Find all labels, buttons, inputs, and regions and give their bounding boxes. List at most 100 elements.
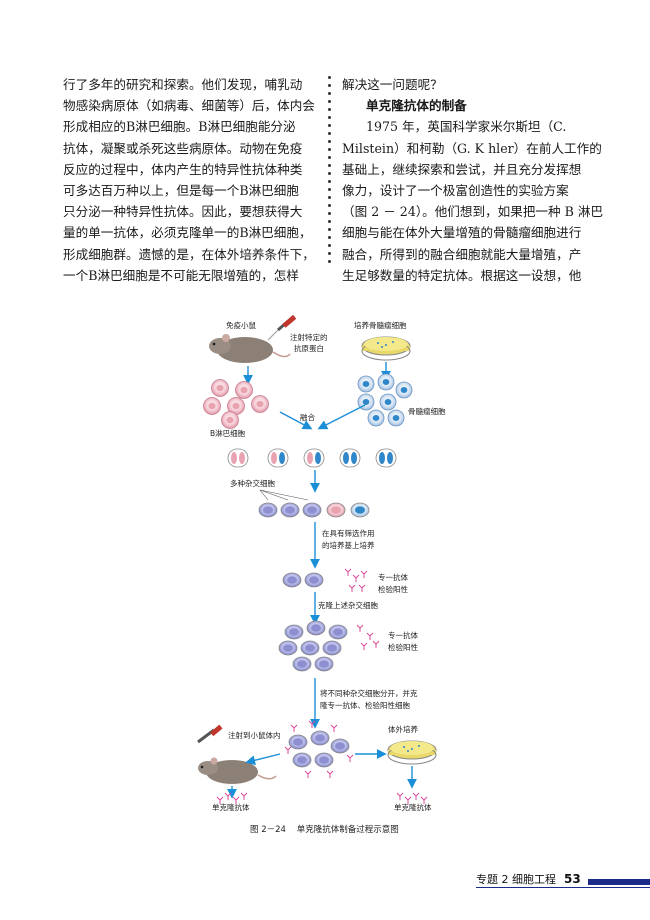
cell-nucleus	[384, 398, 392, 406]
body-line: 形成细胞群。遗憾的是，在体外培养条件下，	[63, 246, 315, 262]
cell-nucleus	[240, 386, 248, 394]
body-line: 像力，设计了一个极富创造性的实验方案	[342, 183, 569, 199]
body-line: 融合，所得到的融合细胞就能大量增殖，产	[342, 246, 582, 262]
cell-nucleus	[379, 452, 385, 464]
cell-nucleus	[208, 402, 216, 410]
cloned-hybrid-cluster	[278, 620, 380, 672]
cell-nucleus	[362, 380, 370, 388]
cell-nucleus	[239, 452, 245, 464]
body-line: 只分泌一种特异性抗体。因此，要想获得大	[63, 204, 303, 220]
cell-nucleus	[307, 452, 313, 464]
cell-nucleus	[231, 452, 237, 464]
body-line: 一个B淋巴细胞是不可能无限增殖的，怎样	[63, 267, 299, 283]
body-line: 基础上，继续探索和尝试，并且充分发挥想	[342, 161, 582, 177]
antibody-mark	[216, 796, 224, 804]
selected-hybrid-cells	[282, 568, 368, 592]
antibody-marks	[216, 792, 428, 804]
cell-nucleus	[387, 452, 393, 464]
antibody-mark	[304, 770, 312, 778]
body-line: （图 2 － 24）。他们想到，如果把一种 B 淋巴	[342, 204, 604, 220]
antibody-mark	[284, 746, 292, 754]
antibody-mark	[358, 584, 366, 592]
section-subheading: 单克隆抗体的制备	[366, 98, 467, 114]
cell-nucleus	[297, 756, 307, 764]
antibody-mark	[356, 624, 364, 632]
antibody-mark	[360, 570, 368, 578]
cell-nucleus	[315, 452, 321, 464]
cell-nucleus	[216, 384, 224, 392]
body-line: 可多达百万种以上，但是每一个B淋巴细胞	[63, 183, 299, 199]
cell-nucleus	[305, 644, 315, 652]
antibody-mark	[344, 568, 352, 576]
hybrid-cell-row	[258, 502, 370, 518]
right-text-column: 解决这一问题呢？ 单克隆抗体的制备 1975 年，英国科学家米尔斯坦（C.Mil…	[342, 74, 604, 286]
figure-caption: 图 2－24 单克隆抗体制备过程示意图	[250, 825, 399, 835]
cell-nucleus	[372, 414, 380, 422]
body-line: 细胞与能在体外大量增殖的骨髓瘤细胞进行	[342, 225, 582, 241]
body-line: 生足够数量的特定抗体。根据这一设想，他	[342, 267, 582, 283]
antibody-mark	[224, 792, 232, 800]
label-positive-b1: 专一抗体	[388, 630, 418, 640]
body-line: 反应的过程中，体内产生的特异性抗体种类	[63, 161, 303, 177]
antibody-mark	[326, 770, 334, 778]
recipient-mouse-illustration	[197, 724, 277, 784]
body-line: 1975 年，英国科学家米尔斯坦（C.	[366, 119, 567, 135]
label-immune-mouse: 免疫小鼠	[226, 320, 256, 330]
left-text-column: 行了多年的研究和探索。他们发现，哺乳动物感染病原体（如病毒、细菌等）后，体内会形…	[63, 74, 318, 286]
cell-nucleus	[287, 576, 297, 584]
cell-nucleus	[355, 506, 365, 514]
antibody-mark	[420, 796, 428, 804]
cell-nucleus	[333, 628, 343, 636]
label-culture-myeloma: 培养骨髓瘤细胞	[354, 320, 407, 330]
figure-2-24: 免疫小鼠 注射特定的 抗原蛋白 培养骨髓瘤细胞 B淋巴细胞 骨髓瘤细胞 融合 多…	[190, 310, 480, 825]
cell-nucleus	[256, 400, 264, 408]
label-fusion: 融合	[300, 412, 315, 422]
cell-nucleus	[331, 506, 341, 514]
footer-rule	[476, 887, 650, 888]
antibody-mark	[412, 792, 420, 800]
body-line: 抗体，凝聚或杀死这些病原体。动物在免疫	[63, 140, 303, 156]
page-number: 53	[564, 872, 581, 886]
cell-nucleus	[279, 452, 285, 464]
final-hybrid-cluster	[284, 720, 354, 778]
cell-nucleus	[315, 734, 325, 742]
fused-cell-row	[227, 448, 397, 468]
cell-nucleus	[319, 660, 329, 668]
label-hybrid-cells: 多种杂交细胞	[230, 478, 275, 488]
cell-nucleus	[297, 660, 307, 668]
cell-nucleus	[343, 452, 349, 464]
body-line: 行了多年的研究和探索。他们发现，哺乳动	[63, 77, 303, 92]
immune-mouse-illustration	[209, 314, 297, 363]
label-positive-b2: 检验阳性	[388, 642, 418, 652]
antibody-mark	[396, 792, 404, 800]
label-separate-1: 将不同种杂交细胞分开，并克	[320, 688, 418, 698]
in-vitro-culture-dish	[387, 740, 437, 765]
cell-nucleus	[293, 738, 303, 746]
label-in-vitro: 体外培养	[388, 724, 418, 734]
antibody-mark	[352, 574, 360, 582]
cell-nucleus	[263, 506, 273, 514]
label-myeloma-cells: 骨髓瘤细胞	[408, 406, 446, 416]
label-positive-a1: 专一抗体	[378, 572, 408, 582]
label-clone-step: 克隆上述杂交细胞	[318, 600, 378, 610]
cell-nucleus	[311, 624, 321, 632]
cell-nucleus	[382, 378, 390, 386]
cell-nucleus	[283, 644, 293, 652]
cell-nucleus	[232, 402, 240, 410]
antibody-mark	[290, 724, 298, 732]
antibody-mark	[346, 754, 354, 762]
antibody-mark	[232, 796, 240, 804]
footer-topic: 专题 2 细胞工程	[476, 873, 556, 886]
cell-nucleus	[319, 756, 329, 764]
label-inject-antigen-1: 注射特定的	[290, 332, 328, 342]
page-footer: 专题 2 细胞工程 53	[476, 871, 581, 887]
antibody-mark	[360, 642, 368, 650]
label-selection-2: 的培养基上培养	[322, 540, 375, 550]
cell-nucleus	[309, 576, 319, 584]
right-first-line: 解决这一问题呢？	[342, 77, 443, 92]
body-line: 物感染病原体（如病毒、细菌等）后，体内会	[63, 98, 315, 114]
antibody-mark	[240, 792, 248, 800]
cell-nucleus	[289, 628, 299, 636]
antibody-mark	[372, 640, 380, 648]
cell-nucleus	[226, 416, 234, 424]
